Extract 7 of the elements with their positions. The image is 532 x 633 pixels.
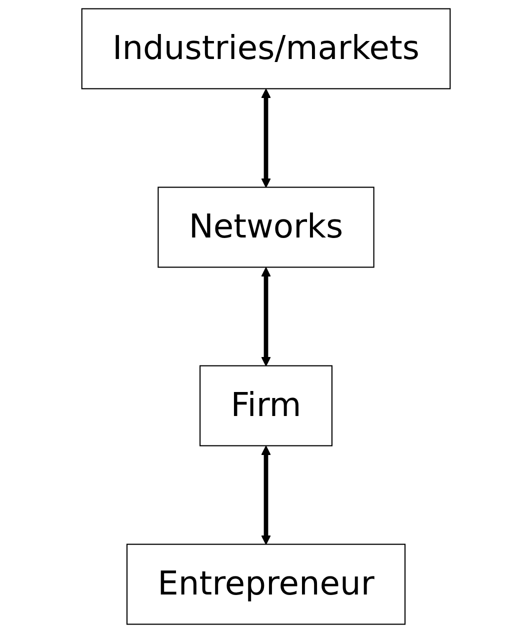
arrow: [261, 267, 271, 366]
node-box: Entrepreneur: [126, 544, 406, 625]
node-box: Firm: [200, 365, 332, 446]
arrow: [261, 88, 271, 188]
node-box: Networks: [158, 186, 374, 268]
node-box: Industries/markets: [81, 8, 451, 90]
arrow: [261, 446, 271, 545]
